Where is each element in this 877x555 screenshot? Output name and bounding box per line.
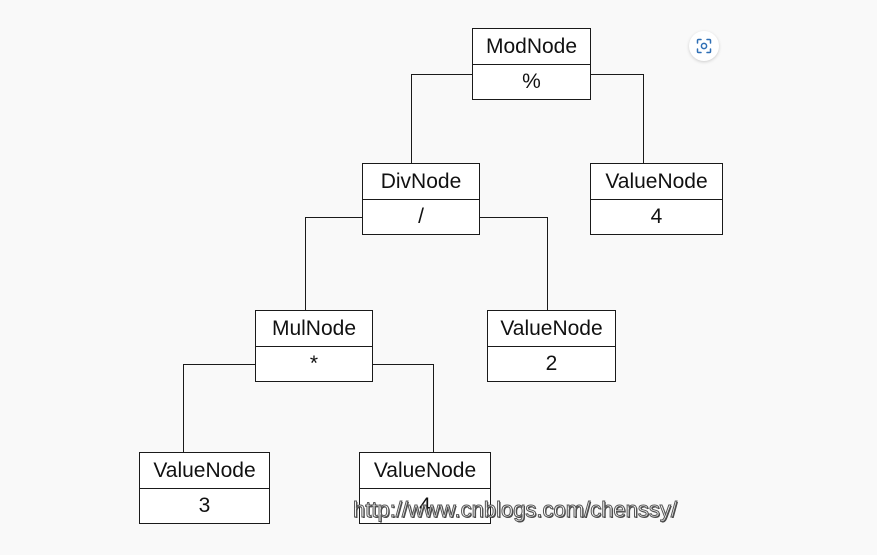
node-title: DivNode — [363, 164, 479, 200]
node-title: ValueNode — [591, 164, 722, 200]
value-node-right: ValueNode 4 — [590, 163, 723, 235]
node-operator: * — [309, 352, 319, 376]
scan-icon — [696, 38, 712, 54]
mul-node: MulNode * — [255, 310, 373, 382]
node-value: 4 — [650, 205, 663, 229]
value-node-two: ValueNode 2 — [487, 310, 616, 382]
node-title: ValueNode — [488, 311, 615, 347]
node-value: 4 — [419, 494, 431, 518]
edge-div-mul — [305, 217, 363, 310]
node-operator: % — [522, 70, 541, 94]
node-title: ValueNode — [360, 453, 490, 489]
div-node: DivNode / — [362, 163, 480, 235]
watermark: http://www.cnblogs.com/chenssy/ — [352, 497, 678, 523]
node-title: MulNode — [256, 311, 372, 347]
value-node-three: ValueNode 3 — [139, 452, 270, 524]
edge-mod-value4 — [591, 74, 644, 163]
edge-mul-value3 — [183, 364, 256, 452]
node-title: ModNode — [473, 29, 590, 65]
edge-mul-value4b — [373, 364, 434, 452]
node-value: 2 — [545, 352, 558, 376]
scan-button[interactable] — [689, 31, 719, 61]
node-value: 3 — [198, 494, 211, 518]
mod-node: ModNode % — [472, 28, 591, 100]
node-operator: / — [418, 205, 424, 229]
edge-div-value2 — [480, 217, 548, 310]
value-node-four: ValueNode 4 — [359, 452, 491, 524]
edge-mod-div — [411, 74, 473, 163]
node-title: ValueNode — [140, 453, 269, 489]
